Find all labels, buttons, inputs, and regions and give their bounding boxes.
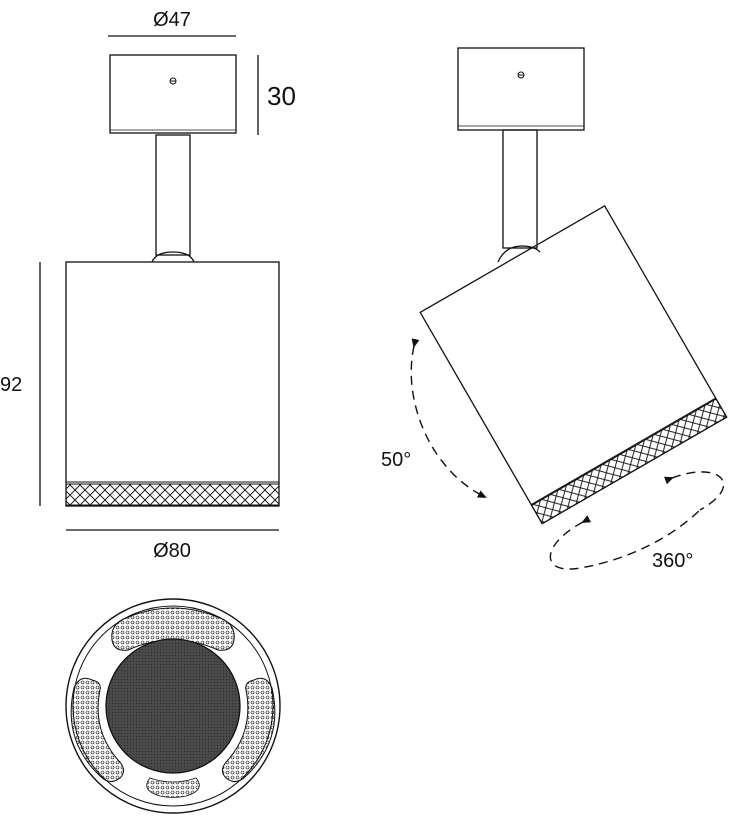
tilted-spotlight-body bbox=[419, 204, 728, 525]
canopy bbox=[109, 54, 237, 134]
top-diameter-label: Ø47 bbox=[153, 9, 191, 31]
lens bbox=[105, 638, 241, 774]
louver-segment-bottom bbox=[146, 777, 200, 798]
tilted-stem bbox=[502, 129, 538, 249]
knurled-ring bbox=[65, 483, 280, 506]
tilted-knurled-ring bbox=[531, 398, 728, 525]
bottom-view bbox=[65, 598, 281, 814]
tilted-view: 50° 360° bbox=[381, 47, 728, 572]
tilt-angle-label: 50° bbox=[381, 449, 411, 471]
tilted-body-band-top bbox=[530, 397, 716, 506]
body-height-label: 92 bbox=[0, 374, 22, 396]
tilted-body-outline bbox=[419, 204, 728, 525]
louver-segment-right bbox=[222, 677, 276, 782]
bottom-outer-ring bbox=[65, 598, 281, 814]
tilted-canopy-screw-icon bbox=[517, 71, 525, 79]
louver-segment-top bbox=[111, 607, 235, 651]
spin-angle-label: 360° bbox=[652, 550, 693, 572]
spin-arrow-front bbox=[549, 509, 701, 570]
tilt-arrow bbox=[410, 338, 487, 498]
stem bbox=[155, 134, 191, 256]
spin-arrow-back bbox=[664, 471, 725, 511]
tilted-stem-joint bbox=[497, 245, 541, 263]
front-view: Ø47 30 92 Ø80 bbox=[0, 9, 296, 562]
louver-segment-left bbox=[70, 677, 124, 782]
top-height-label: 30 bbox=[267, 81, 296, 111]
tilted-canopy bbox=[457, 47, 585, 131]
canopy-screw-icon bbox=[169, 77, 177, 85]
spotlight-body bbox=[65, 261, 280, 507]
stem-joint bbox=[151, 251, 195, 263]
body-diameter-label: Ø80 bbox=[153, 540, 191, 562]
